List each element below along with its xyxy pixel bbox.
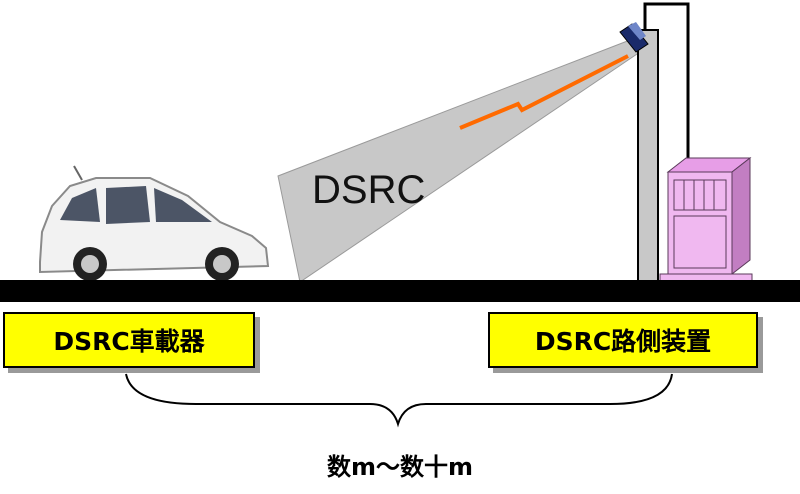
signal-bolt — [459, 54, 629, 130]
road — [0, 280, 800, 302]
antenna-icon — [619, 22, 649, 53]
distance-label: 数m〜数十m — [326, 453, 473, 481]
pole-icon — [637, 29, 659, 283]
beam-label: DSRC — [312, 168, 426, 212]
onboard-unit-label: DSRC車載器 — [3, 312, 255, 368]
distance-brace — [125, 373, 673, 428]
roadside-unit-label: DSRC路側装置 — [488, 312, 758, 368]
cable — [643, 2, 690, 165]
roadside-cabinet-icon — [659, 156, 753, 283]
car-icon — [39, 165, 270, 281]
